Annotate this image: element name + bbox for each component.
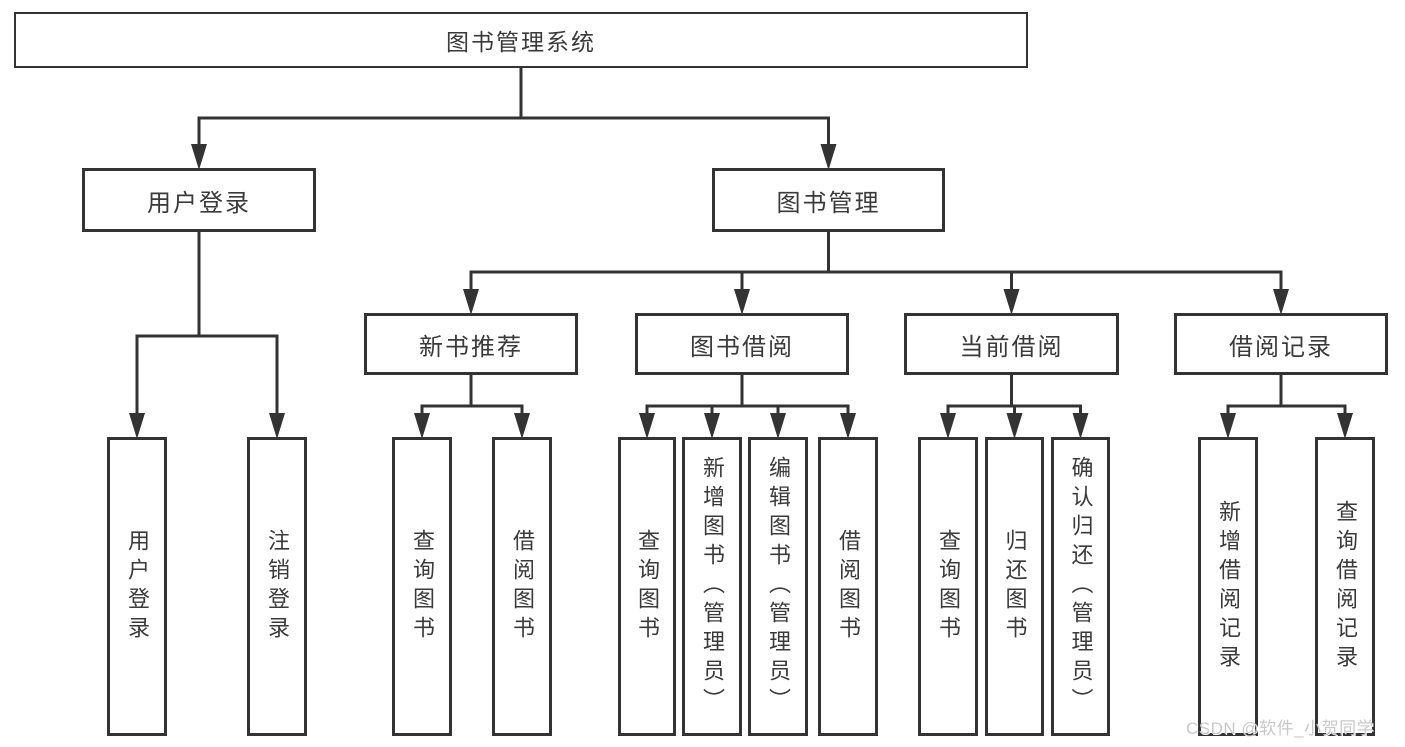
node-label-leaf-br-add: 新增借阅记录 <box>1216 499 1241 674</box>
node-leaf-bb-query: 查询图书 <box>618 437 676 736</box>
node-borrow-records: 借阅记录 <box>1174 313 1388 375</box>
node-leaf-nbr-query: 查询图书 <box>392 437 452 736</box>
arrowhead-icon <box>704 413 720 439</box>
node-leaf-cb-confirm: 确认归还（管理员） <box>1051 437 1110 736</box>
node-new-book-rec: 新书推荐 <box>364 313 578 375</box>
arrowhead-icon <box>414 413 430 439</box>
node-label-leaf-cb-return: 归还图书 <box>1002 528 1028 645</box>
node-leaf-br-add: 新增借阅记录 <box>1198 437 1258 736</box>
arrowhead-icon <box>1220 413 1236 439</box>
node-leaf-cb-query: 查询图书 <box>918 437 978 736</box>
arrowhead-icon <box>940 413 956 439</box>
node-label-current-borrow: 当前借阅 <box>959 333 1064 361</box>
arrowhead-icon <box>840 413 856 439</box>
arrowhead-icon <box>463 289 479 315</box>
arrowhead-icon <box>1337 413 1353 439</box>
node-label-book-borrow: 图书借阅 <box>690 333 794 361</box>
arrowhead-icon <box>1006 413 1023 439</box>
node-label-leaf-bb-query: 查询图书 <box>635 528 660 645</box>
arrowhead-icon <box>820 144 837 170</box>
arrowhead-icon <box>129 413 145 439</box>
node-label-leaf-cb-query: 查询图书 <box>936 528 961 645</box>
node-current-borrow: 当前借阅 <box>904 313 1119 375</box>
watermark: CSDN @软件_小贺同学 <box>1186 719 1375 738</box>
arrowhead-icon <box>639 413 655 439</box>
node-leaf-bb-edit: 编辑图书（管理员） <box>748 437 808 736</box>
node-label-leaf-logout: 注销登录 <box>265 528 290 645</box>
arrowhead-icon <box>191 144 207 170</box>
node-label-book-mgmt: 图书管理 <box>776 189 881 217</box>
node-label-leaf-cb-confirm: 确认归还（管理员） <box>1068 456 1094 717</box>
arrowhead-icon <box>1003 289 1020 315</box>
node-book-borrow: 图书借阅 <box>635 313 849 375</box>
arrowhead-icon <box>1273 289 1289 315</box>
node-leaf-nbr-borrow: 借阅图书 <box>492 437 552 736</box>
node-label-leaf-nbr-borrow: 借阅图书 <box>510 528 535 645</box>
node-label-leaf-br-query: 查询借阅记录 <box>1333 499 1358 674</box>
node-leaf-logout: 注销登录 <box>247 437 307 736</box>
arrowhead-icon <box>514 413 530 439</box>
node-label-leaf-user-login: 用户登录 <box>125 528 150 645</box>
node-leaf-cb-return: 归还图书 <box>985 437 1044 736</box>
node-label-leaf-bb-borrow: 借阅图书 <box>836 528 861 645</box>
arrowhead-icon <box>269 413 285 439</box>
node-leaf-br-query: 查询借阅记录 <box>1315 437 1375 736</box>
node-label-leaf-nbr-query: 查询图书 <box>410 528 435 645</box>
node-label-borrow-records: 借阅记录 <box>1229 333 1333 361</box>
node-user-login: 用户登录 <box>82 168 316 232</box>
node-label-leaf-bb-add: 新增图书（管理员） <box>700 456 725 717</box>
node-leaf-bb-add: 新增图书（管理员） <box>682 437 742 736</box>
arrowhead-icon <box>1072 413 1089 439</box>
node-root: 图书管理系统 <box>14 12 1028 68</box>
arrowhead-icon <box>770 413 786 439</box>
node-label-user-login: 用户登录 <box>147 189 251 217</box>
node-label-new-book-rec: 新书推荐 <box>419 333 523 361</box>
node-leaf-user-login: 用户登录 <box>107 437 167 736</box>
node-label-leaf-bb-edit: 编辑图书（管理员） <box>766 456 791 717</box>
node-book-mgmt: 图书管理 <box>712 168 945 232</box>
node-leaf-bb-borrow: 借阅图书 <box>818 437 878 736</box>
arrowhead-icon <box>734 289 750 315</box>
node-label-root: 图书管理系统 <box>446 29 596 55</box>
